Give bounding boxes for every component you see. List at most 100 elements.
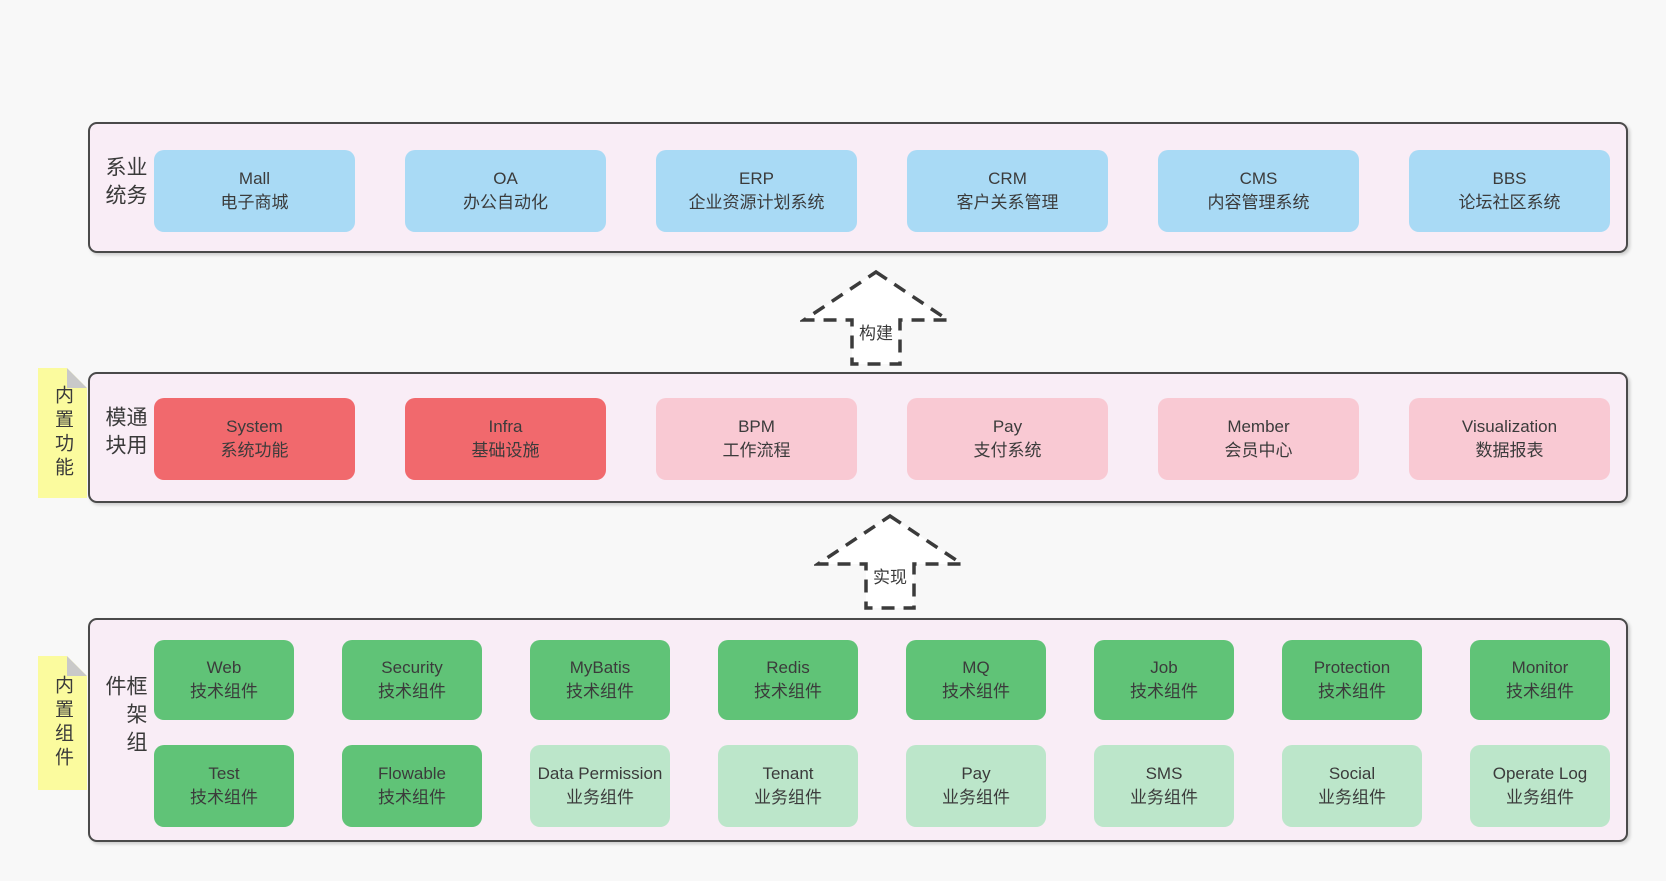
box-test: Test 技术组件: [154, 745, 294, 827]
framework-components-row-1: Web 技术组件 Security 技术组件 MyBatis 技术组件 Redi…: [154, 640, 1610, 720]
box-subtitle: 技术组件: [942, 682, 1010, 701]
box-subtitle: 数据报表: [1475, 441, 1544, 460]
box-pay: Pay 支付系统: [907, 398, 1108, 480]
box-subtitle: 会员中心: [1224, 441, 1293, 460]
box-subtitle: 系统功能: [220, 441, 289, 460]
box-redis: Redis 技术组件: [718, 640, 858, 720]
box-subtitle: 企业资源计划系统: [688, 193, 825, 212]
box-subtitle: 基础设施: [471, 441, 540, 460]
box-subtitle: 支付系统: [973, 441, 1042, 460]
sticky-note-built-in-components: 内置组件: [38, 656, 87, 790]
box-title: Security: [381, 658, 443, 677]
layer-title-framework-components: 框架组件: [103, 675, 147, 759]
box-title: CMS: [1239, 169, 1278, 188]
box-subtitle: 技术组件: [190, 682, 258, 701]
folded-corner-icon: [67, 368, 87, 388]
layer-framework-components: 框架组件 Web 技术组件 Security 技术组件 MyBatis 技术组件…: [88, 618, 1628, 842]
box-flowable: Flowable 技术组件: [342, 745, 482, 827]
box-erp: ERP 企业资源计划系统: [656, 150, 857, 232]
box-title: Social: [1328, 764, 1376, 783]
box-title: Tenant: [762, 764, 814, 783]
box-title: System: [226, 417, 283, 436]
implement-arrow-label: 实现: [869, 566, 911, 590]
common-modules-row: System 系统功能 Infra 基础设施 BPM 工作流程 Pay 支付系统…: [154, 398, 1610, 480]
box-title: Job: [1150, 658, 1178, 677]
box-security: Security 技术组件: [342, 640, 482, 720]
box-social: Social 业务组件: [1282, 745, 1422, 827]
folded-corner-icon: [67, 656, 87, 676]
box-subtitle: 技术组件: [378, 788, 446, 807]
box-subtitle: 业务组件: [942, 788, 1010, 807]
sticky-note-built-in-features: 内置功能: [38, 368, 87, 498]
box-mq: MQ 技术组件: [906, 640, 1046, 720]
business-systems-row: Mall 电子商城 OA 办公自动化 ERP 企业资源计划系统 CRM 客户关系…: [154, 150, 1610, 232]
layer-common-modules: 通用模块 System 系统功能 Infra 基础设施 BPM 工作流程 Pay…: [88, 372, 1628, 503]
box-title: Data Permission: [537, 764, 663, 783]
box-subtitle: 技术组件: [566, 682, 634, 701]
box-title: BBS: [1492, 169, 1527, 188]
box-title: Operate Log: [1492, 764, 1588, 783]
box-title: Protection: [1313, 658, 1391, 677]
box-subtitle: 技术组件: [1506, 682, 1574, 701]
box-subtitle: 技术组件: [754, 682, 822, 701]
box-title: Web: [206, 658, 242, 677]
box-subtitle: 技术组件: [1318, 682, 1386, 701]
box-pay-business: Pay 业务组件: [906, 745, 1046, 827]
box-title: Visualization: [1461, 417, 1558, 436]
box-subtitle: 客户关系管理: [956, 193, 1059, 212]
box-subtitle: 技术组件: [1130, 682, 1198, 701]
box-job: Job 技术组件: [1094, 640, 1234, 720]
box-mybatis: MyBatis 技术组件: [530, 640, 670, 720]
box-cms: CMS 内容管理系统: [1158, 150, 1359, 232]
box-visualization: Visualization 数据报表: [1409, 398, 1610, 480]
sticky-note-label: 内置功能: [52, 385, 73, 481]
box-title: CRM: [988, 169, 1027, 188]
box-subtitle: 工作流程: [722, 441, 791, 460]
box-subtitle: 论坛社区系统: [1458, 193, 1561, 212]
box-title: Pay: [961, 764, 991, 783]
box-title: MQ: [962, 658, 990, 677]
box-title: OA: [493, 169, 518, 188]
box-subtitle: 技术组件: [190, 788, 258, 807]
sticky-note-label: 内置组件: [52, 675, 73, 771]
box-tenant: Tenant 业务组件: [718, 745, 858, 827]
build-arrow-label: 构建: [855, 322, 897, 346]
box-protection: Protection 技术组件: [1282, 640, 1422, 720]
box-monitor: Monitor 技术组件: [1470, 640, 1610, 720]
box-system: System 系统功能: [154, 398, 355, 480]
box-subtitle: 业务组件: [754, 788, 822, 807]
box-infra: Infra 基础设施: [405, 398, 606, 480]
box-subtitle: 技术组件: [378, 682, 446, 701]
box-crm: CRM 客户关系管理: [907, 150, 1108, 232]
box-web: Web 技术组件: [154, 640, 294, 720]
box-mall: Mall 电子商城: [154, 150, 355, 232]
box-title: Redis: [766, 658, 810, 677]
box-member: Member 会员中心: [1158, 398, 1359, 480]
box-title: Monitor: [1511, 658, 1569, 677]
layer-title-business-systems: 业务系统: [103, 155, 147, 212]
box-bbs: BBS 论坛社区系统: [1409, 150, 1610, 232]
box-subtitle: 电子商城: [220, 193, 289, 212]
box-title: Infra: [488, 417, 523, 436]
box-oa: OA 办公自动化: [405, 150, 606, 232]
build-arrow-icon: 构建: [800, 268, 952, 368]
box-title: SMS: [1145, 764, 1183, 783]
box-title: MyBatis: [569, 658, 631, 677]
box-subtitle: 业务组件: [1130, 788, 1198, 807]
box-title: Pay: [992, 417, 1023, 436]
box-title: ERP: [739, 169, 774, 188]
box-title: Test: [208, 764, 240, 783]
implement-arrow-icon: 实现: [814, 512, 966, 612]
box-title: Mall: [238, 169, 271, 188]
box-subtitle: 内容管理系统: [1207, 193, 1310, 212]
layer-title-common-modules: 通用模块: [103, 405, 147, 462]
box-operate-log: Operate Log 业务组件: [1470, 745, 1610, 827]
box-subtitle: 办公自动化: [463, 193, 548, 212]
layer-business-systems: 业务系统 Mall 电子商城 OA 办公自动化 ERP 企业资源计划系统 CRM…: [88, 122, 1628, 253]
box-subtitle: 业务组件: [1506, 788, 1574, 807]
box-sms: SMS 业务组件: [1094, 745, 1234, 827]
box-title: BPM: [738, 417, 775, 436]
box-data-permission: Data Permission 业务组件: [530, 745, 670, 827]
box-subtitle: 业务组件: [566, 788, 634, 807]
